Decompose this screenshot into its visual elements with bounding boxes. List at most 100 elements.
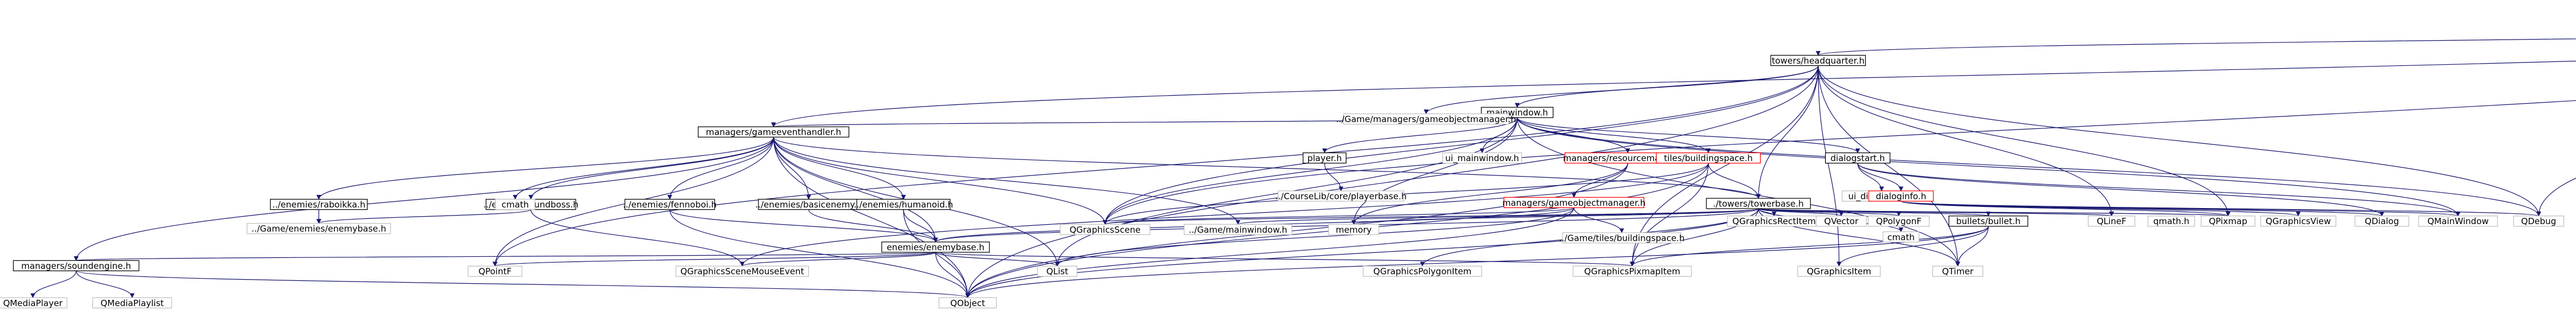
include-edge [1816,38,2576,56]
graph-node[interactable]: towers/headquarter.h [1770,54,1866,66]
graph-node: QMediaPlaylist [92,297,172,308]
node-label: QObject [950,298,985,308]
node-box [1562,232,1682,244]
include-edge [773,137,1761,199]
graph-node: ../Game/tiles/buildingspace.h [1559,232,1684,244]
include-edge [1629,163,1709,267]
include-edge [75,252,936,261]
include-edge [808,209,938,242]
include-edge [76,270,970,299]
node-label: QPointF [478,267,512,277]
graph-node[interactable]: enemies/enemybase.h [881,241,990,253]
graph-node[interactable]: ../enemies/basicenemy.h [756,198,862,210]
node-box [1277,190,1404,202]
include-edge [1818,65,2231,217]
graph-node[interactable]: tiles/buildingspace.h [1656,152,1761,164]
node-label: QGraphicsScene [1070,225,1141,235]
include-edge [73,137,774,261]
node-label: QMediaPlaylist [100,298,164,308]
include-edge [1517,117,1711,154]
node-label: QMediaPlayer [3,298,63,308]
node-box [856,198,951,210]
node-box [1037,265,1078,277]
graph-node: ../Game/enemies/enemybase.h [246,223,391,234]
node-label: managers/gameeventhandler.h [706,127,842,138]
node-box [1504,197,1645,208]
include-edge [965,208,1759,299]
node-label: QMainWindow [2427,216,2489,226]
graph-node: QGraphicsScene [1060,224,1151,235]
graph-node[interactable]: managers/gameeventhandler.h [698,126,850,138]
graph-node[interactable]: managers/soundengine.h [13,260,140,272]
node-label: QTimer [1942,267,1974,277]
include-edge [30,271,77,299]
graph-node[interactable]: ../enemies/fennoboi.h [623,198,716,210]
include-edge [1102,65,1819,225]
include-edge [667,137,774,200]
include-edge [316,137,774,200]
graph-node: QGraphicsPixmapItem [1572,265,1692,277]
include-edge [965,226,1989,299]
include-edge [739,163,1709,267]
node-label: ../enemies/fennoboi.h [623,199,716,210]
graph-node[interactable]: ../enemies/humanoid.h [854,198,953,210]
node-box [0,297,68,308]
graph-node: QDebug [2513,216,2565,227]
node-label: QGraphicsSceneMouseEvent [680,267,804,277]
node-label: dialogstart.h [1830,153,1885,163]
include-edge [1900,201,2461,217]
graph-node: QDialog [2354,216,2410,227]
node-box [92,297,172,308]
node-label: memory [1336,225,1372,235]
node-box [1868,216,1930,227]
graph-node[interactable]: ./towers/towerbase.h [1706,198,1811,209]
include-edge [1837,226,1989,267]
graph-node: ../Game/mainwindow.h [1184,224,1292,235]
graph-node[interactable]: dialoginfo.h [1868,190,1934,202]
node-label: QDialog [2365,216,2399,226]
include-edge [1708,163,1761,199]
node-label: QVector [1824,216,1858,226]
graph-node[interactable]: managers/gameobjectmanager.h [1502,197,1645,208]
graph-node: QPixmap [2201,216,2256,227]
include-edge [1900,201,2541,217]
graph-node[interactable]: dialogstart.h [1824,152,1891,164]
node-box [1184,224,1292,235]
graph-node[interactable]: player.h [1303,152,1347,164]
include-edge [1424,65,1819,115]
node-label: ./towers/towerbase.h [1713,198,1804,209]
include-edge [1351,208,1759,225]
node-label: QGraphicsPixmapItem [1584,267,1680,277]
include-edge [1574,208,1625,233]
include-edge [771,60,2576,128]
include-edge [1517,118,2461,217]
nodes-layer: managers/gameeventhandler.cctowers/headq… [0,54,2565,308]
include-edge [2536,178,2576,217]
include-edge [1102,100,2576,225]
graph-node[interactable]: bullets/bullet.h [1949,216,2028,227]
graph-node[interactable]: ../enemies/raboikka.h [270,198,368,210]
node-box [1442,152,1523,164]
include-edge [965,65,1819,299]
node-box [1932,265,1984,277]
node-label: QPixmap [2209,216,2247,226]
graph-node: QTimer [1932,265,1984,277]
graph-node: QList [1037,265,1078,277]
include-edge [1758,208,1901,217]
graph-node: ../CourseLib/core/playerbase.h [1275,190,1407,202]
include-edge [773,137,906,200]
node-box [2147,216,2195,227]
graph-node: QGraphicsView [2260,216,2337,227]
node-box [2418,216,2498,227]
graph-node: qmath.h [2147,216,2195,227]
include-edge [1857,163,1904,191]
node-label: QDebug [2521,216,2556,226]
graph-node: QPointF [467,265,522,277]
node-box [2087,216,2136,227]
node-label: QGraphicsItem [1807,267,1871,277]
graph-node: QMediaPlayer [0,297,68,308]
include-edge [773,137,970,299]
graph-node: QGraphicsPolygonItem [1362,265,1482,277]
include-edge [1102,118,1518,225]
